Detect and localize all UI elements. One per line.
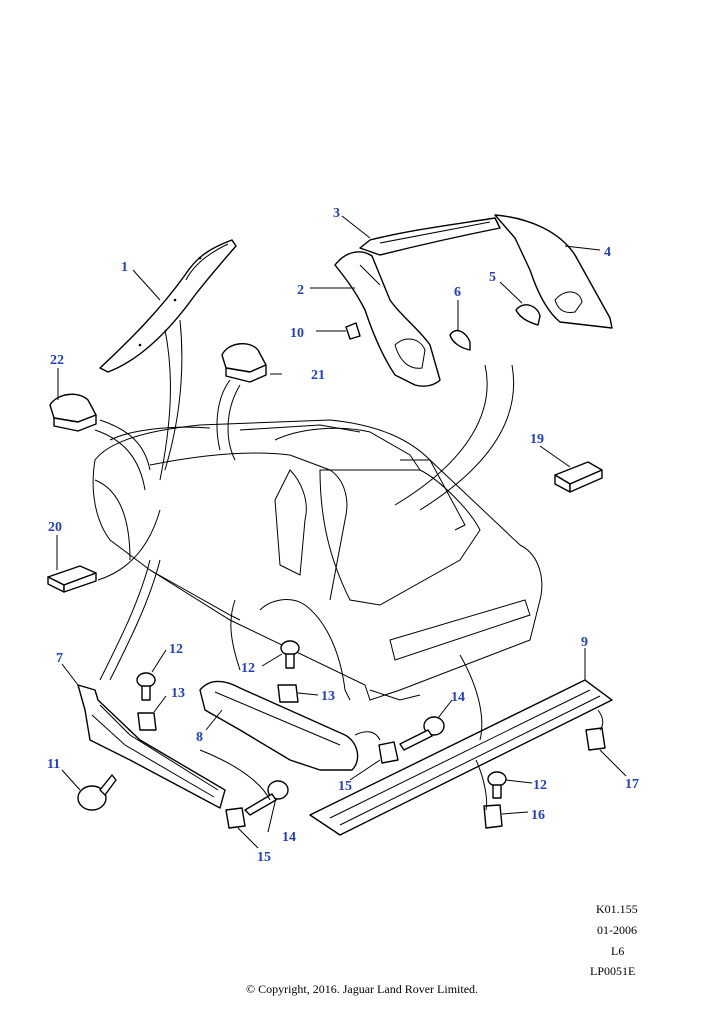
callout-13[interactable]: 13 [171,686,185,701]
part-5-trim-cap[interactable] [515,304,541,326]
callout-21[interactable]: 21 [311,368,325,383]
part-22-foam-pad[interactable] [49,393,97,432]
callout-16[interactable]: 16 [531,808,545,823]
copyright-notice: © Copyright, 2016. Jaguar Land Rover Lim… [245,982,479,996]
reference-code: K01.155 [596,902,638,916]
part-15-clip-nut[interactable] [378,741,399,764]
callout-11[interactable]: 11 [47,757,60,772]
illustration-code: LP0051E [590,964,636,978]
callout-9[interactable]: 9 [581,635,588,650]
part-13-clip-nut[interactable] [277,684,299,703]
part-3-roof-rail-trim[interactable] [359,217,501,256]
part-8-sill-cover[interactable] [199,680,359,771]
callout-15[interactable]: 15 [257,850,271,865]
callout-12[interactable]: 12 [169,642,183,657]
part-4-quarter-trim[interactable] [494,214,613,329]
callout-12[interactable]: 12 [241,661,255,676]
part-21-foam-pad[interactable] [221,343,267,383]
part-19-foam-pad[interactable] [554,461,603,493]
callout-6[interactable]: 6 [454,285,461,300]
part-20-foam-pad[interactable] [47,565,97,593]
callout-8[interactable]: 8 [196,730,203,745]
callout-2[interactable]: 2 [297,283,304,298]
callouts: 1 2 3 4 5 6 10 21 22 20 19 7 8 9 11 12 1… [47,206,639,865]
car-body [92,419,543,701]
part-13-clip-nut[interactable] [137,712,157,731]
part-12-screw[interactable] [136,672,156,701]
callout-15[interactable]: 15 [338,779,352,794]
part-6-trim-cap[interactable] [449,329,471,351]
callout-20[interactable]: 20 [48,520,62,535]
part-16-clip-nut[interactable] [483,804,503,829]
part-17-clip-nut[interactable] [585,727,606,751]
callout-leaders [56,215,627,849]
part-7-sill-plate[interactable] [77,684,226,809]
part-9-sill-plate[interactable] [309,679,613,836]
part-12-screw[interactable] [487,771,507,799]
callout-22[interactable]: 22 [50,353,64,368]
model-code: L6 [611,944,625,958]
part-14-screw[interactable] [399,716,445,751]
callout-7[interactable]: 7 [56,651,63,666]
callout-1[interactable]: 1 [121,260,128,275]
callout-3[interactable]: 3 [333,206,340,221]
callout-14[interactable]: 14 [451,690,465,705]
part-10-clip[interactable] [345,322,361,340]
part-11-push-clip[interactable] [77,774,117,811]
issue-date: 01-2006 [597,923,637,937]
callout-13[interactable]: 13 [321,689,335,704]
part-14-screw[interactable] [244,780,289,816]
part-15-clip-nut[interactable] [225,807,246,829]
callout-14[interactable]: 14 [282,830,296,845]
callout-5[interactable]: 5 [489,270,496,285]
callout-10[interactable]: 10 [290,326,304,341]
reference-curves [94,319,604,811]
part-1-pillar-trim[interactable] [99,239,237,373]
callout-17[interactable]: 17 [625,777,639,792]
part-2-pillar-trim[interactable] [334,251,441,387]
callout-12[interactable]: 12 [533,778,547,793]
callout-19[interactable]: 19 [530,432,544,447]
part-12-screw[interactable] [280,640,300,669]
callout-4[interactable]: 4 [604,245,611,260]
